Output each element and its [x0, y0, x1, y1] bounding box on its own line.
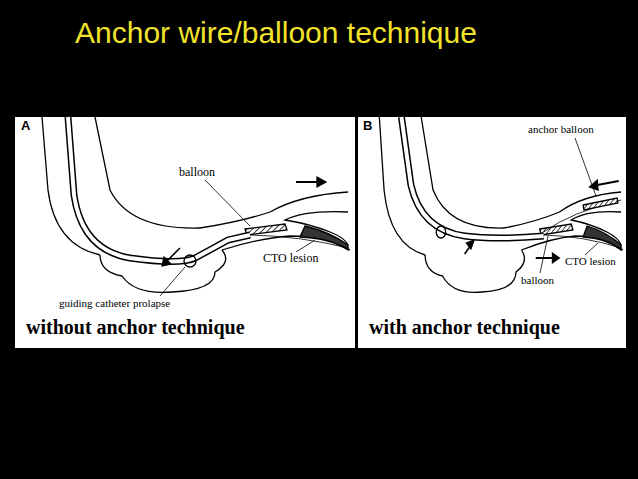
part-label: balloon — [520, 274, 555, 287]
panel-letter: A — [20, 119, 31, 134]
leader-lines-b — [540, 138, 598, 273]
drawing-a — [42, 117, 350, 296]
part-label: CTO lesion — [564, 255, 617, 268]
part-label: anchor balloon — [527, 123, 595, 136]
part-label: CTO lesion — [262, 252, 319, 266]
panel-caption: with anchor technique — [368, 316, 561, 339]
panel-letter: B — [362, 119, 373, 134]
panel-caption: without anchor technique — [25, 316, 246, 339]
panel-a — [15, 117, 355, 348]
part-label: guiding catheter prolapse — [58, 297, 171, 310]
part-label: balloon — [178, 166, 216, 180]
slide-title: Anchor wire/balloon technique — [75, 16, 477, 50]
drawing-b — [379, 117, 622, 292]
panel-b — [358, 117, 626, 348]
